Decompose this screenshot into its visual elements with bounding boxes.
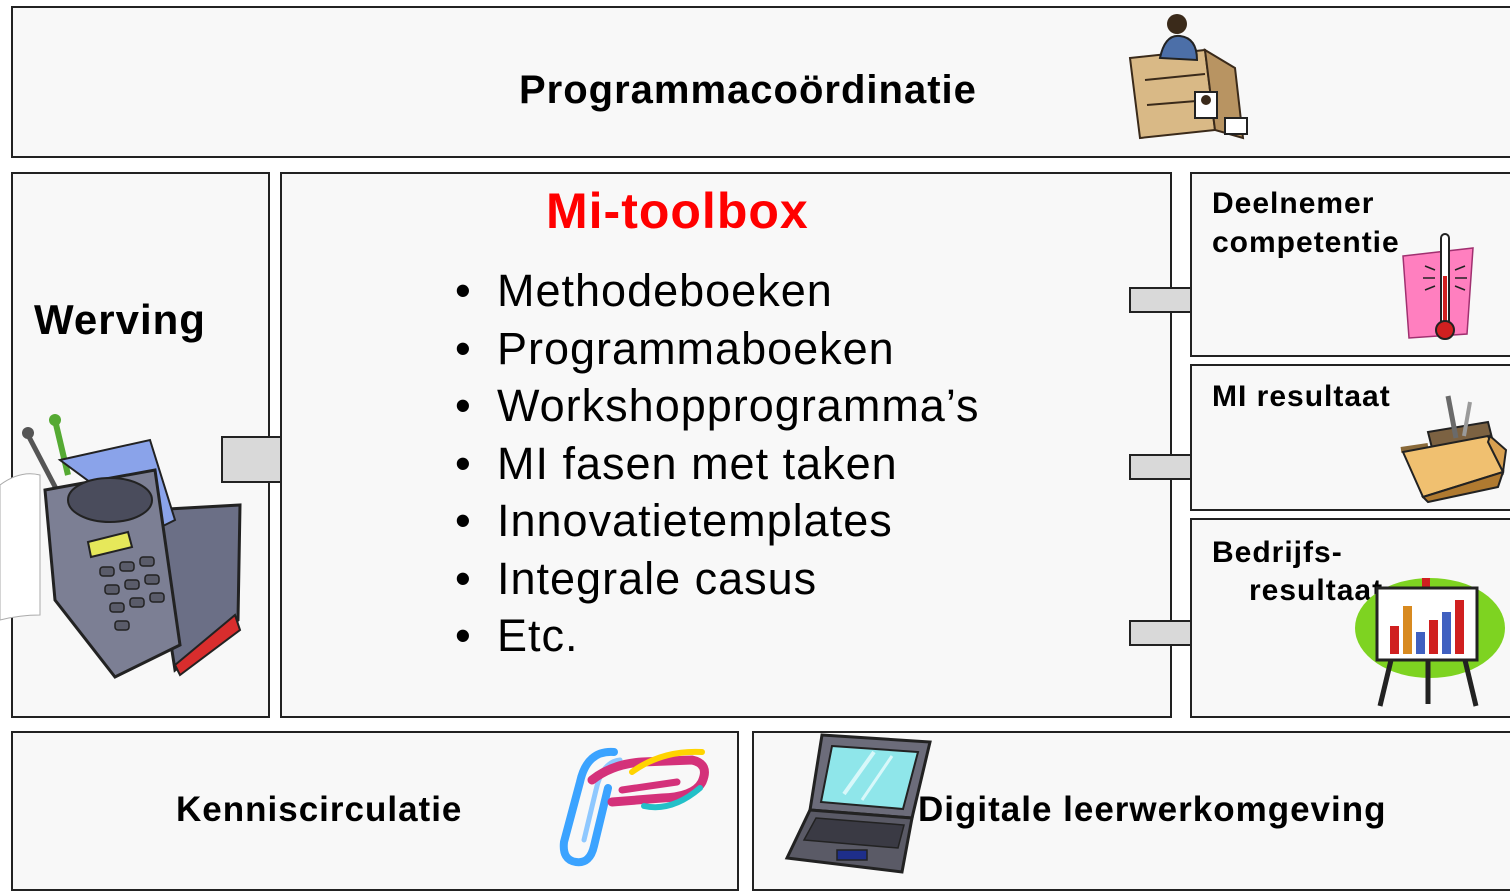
- chart-easel-icon: [1355, 578, 1505, 707]
- list-item: •Workshopprogramma’s: [455, 380, 980, 431]
- mobile-phone-icon: [0, 414, 242, 679]
- kenniscirculatie-label: Kenniscirculatie: [176, 790, 463, 829]
- mi-toolbox-list: •Methodeboeken •Programmaboeken •Worksho…: [455, 262, 980, 665]
- programmacoordinatie-label: Programmacoördinatie: [519, 68, 977, 112]
- laptop-icon: [784, 733, 932, 874]
- competentie-label: competentie: [1212, 226, 1400, 259]
- mi-resultaat-label: MI resultaat: [1212, 380, 1391, 413]
- resultaat-label: resultaat: [1249, 574, 1384, 607]
- list-item: •Methodeboeken: [455, 265, 833, 316]
- programmacoordinatie-box: [11, 6, 1510, 158]
- thermometer-icon: [1402, 233, 1474, 340]
- toolbox-icon: [1400, 395, 1508, 504]
- list-item: •Etc.: [455, 610, 579, 661]
- list-item: •Integrale casus: [455, 552, 818, 604]
- desk-worker-icon: [1128, 14, 1248, 140]
- werving-label: Werving: [34, 296, 206, 343]
- mi-toolbox-title: Mi-toolbox: [546, 183, 809, 239]
- mi-toolbox-box: [280, 172, 1172, 718]
- paperclip-chain-icon: [559, 747, 709, 867]
- list-item: •Programmaboeken: [455, 322, 895, 374]
- bedrijfs-label: Bedrijfs-: [1212, 536, 1343, 569]
- digitale-leerwerkomgeving-label: Digitale leerwerkomgeving: [918, 790, 1387, 829]
- deelnemer-label: Deelnemer: [1212, 187, 1375, 220]
- list-item: •Innovatietemplates: [455, 495, 893, 546]
- list-item: •MI fasen met taken: [455, 437, 898, 489]
